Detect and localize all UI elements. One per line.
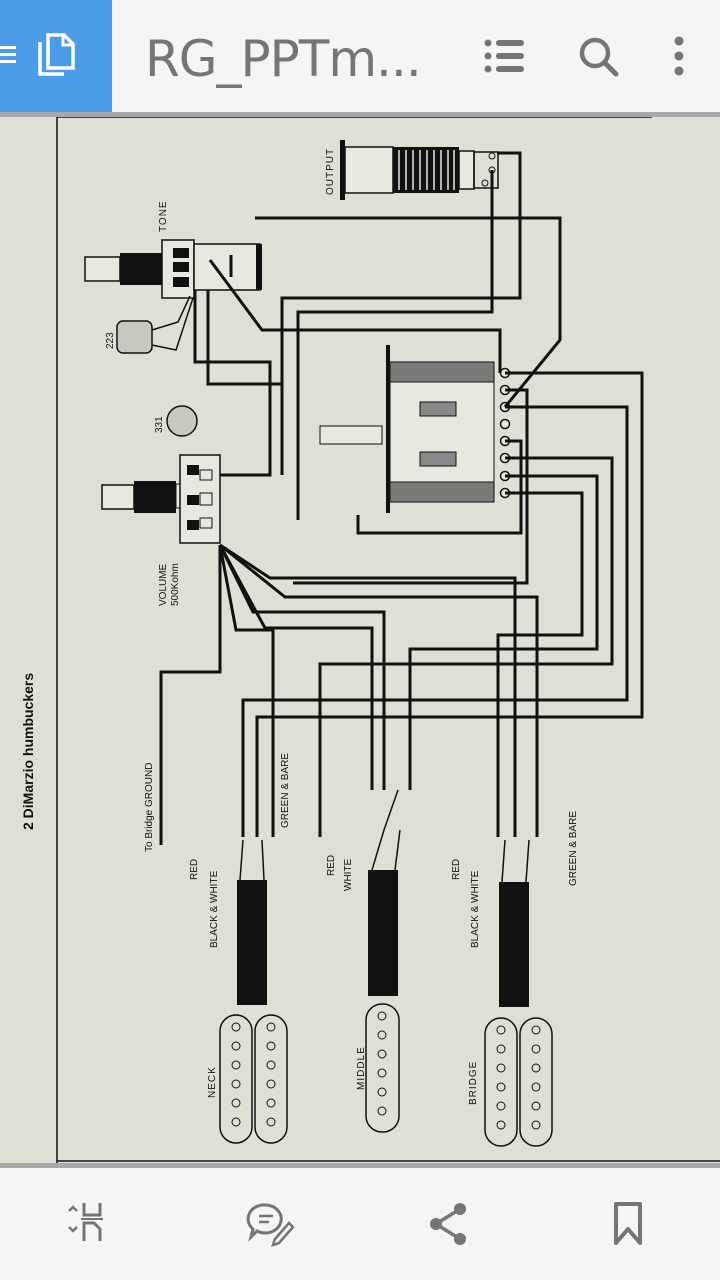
pole-piece (496, 1025, 506, 1035)
page-fit-button[interactable] (58, 1194, 118, 1254)
pole-piece (377, 1049, 387, 1059)
middle-pickup (365, 1003, 400, 1133)
pole-piece (377, 1106, 387, 1116)
annotate-button[interactable] (240, 1194, 300, 1254)
bottom-toolbar (0, 1168, 720, 1280)
output-label: OUTPUT (325, 148, 336, 195)
document-pages-icon (38, 33, 75, 76)
wiring (159, 151, 644, 845)
neck-wire-label: BLACK & WHITE (209, 870, 220, 948)
neck-cable (237, 880, 267, 1005)
neck-wire-label: RED (189, 859, 200, 880)
pickup-selector-switch (319, 345, 511, 513)
share-button[interactable] (418, 1194, 478, 1254)
more-options-icon[interactable] (672, 36, 686, 78)
neck-wire-label: GREEN & BARE (280, 753, 291, 828)
annotate-comment-icon (246, 1203, 295, 1247)
neck-pickup-label: NECK (207, 1066, 218, 1098)
bridge-wire-label: BLACK & WHITE (470, 870, 481, 948)
pole-piece (496, 1101, 506, 1111)
document-page-view[interactable]: 2 DiMarzio humbuckers OUTPUT (0, 117, 720, 1163)
middle-wire-label: WHITE (343, 858, 354, 891)
outline-list-icon[interactable] (484, 38, 526, 74)
share-icon (430, 1203, 466, 1245)
pole-piece (231, 1022, 241, 1032)
pole-piece (231, 1060, 241, 1070)
output-jack (340, 140, 499, 200)
pole-piece (266, 1060, 276, 1070)
menu-icon (0, 46, 16, 63)
pole-piece (231, 1117, 241, 1127)
bookmark-button[interactable] (598, 1194, 658, 1254)
volume-pot (101, 454, 221, 544)
pole-piece (231, 1079, 241, 1089)
wiring-diagram: 2 DiMarzio humbuckers OUTPUT (20, 117, 720, 1163)
diagram-heading: 2 DiMarzio humbuckers (20, 673, 36, 830)
volume-label: VOLUME (158, 563, 169, 606)
bridge-cable (499, 882, 529, 1007)
pole-piece (531, 1082, 541, 1092)
pole-piece (496, 1120, 506, 1130)
volume-value-label: 500Kohm (170, 563, 181, 606)
pole-piece (531, 1025, 541, 1035)
bridge-pickup (484, 1017, 553, 1147)
pole-piece (266, 1022, 276, 1032)
bottom-bar-divider (0, 1163, 720, 1168)
top-bar-divider (0, 112, 720, 117)
pole-piece (266, 1098, 276, 1108)
volume-capacitor-label: 331 (154, 416, 165, 433)
bridge-wire-label: RED (451, 859, 462, 880)
page-fit-icon (68, 1203, 103, 1241)
top-app-bar: RG_PPTm... (0, 0, 720, 112)
bookmark-icon (614, 1202, 642, 1245)
search-icon[interactable] (578, 36, 620, 78)
pole-piece (377, 1030, 387, 1040)
bridge-wire-label: GREEN & BARE (568, 811, 579, 886)
bridge-ground-label: To Bridge GROUND (144, 763, 155, 852)
pole-piece (377, 1011, 387, 1021)
pole-piece (266, 1079, 276, 1089)
pole-piece (496, 1044, 506, 1054)
middle-pickup-label: MIDDLE (356, 1046, 367, 1090)
pole-piece (266, 1117, 276, 1127)
pole-piece (531, 1101, 541, 1111)
pole-piece (231, 1041, 241, 1051)
pole-piece (377, 1087, 387, 1097)
middle-cable (368, 870, 398, 996)
bridge-pickup-label: BRIDGE (468, 1061, 479, 1105)
pole-piece (377, 1068, 387, 1078)
tone-pot (84, 239, 262, 299)
pole-piece (496, 1082, 506, 1092)
neck-pickup (219, 1014, 288, 1144)
pole-piece (496, 1063, 506, 1073)
middle-wire-label: RED (326, 855, 337, 876)
tone-label: TONE (158, 200, 169, 232)
pole-piece (531, 1120, 541, 1130)
volume-capacitor (166, 405, 198, 437)
pole-piece (231, 1098, 241, 1108)
tone-capacitor-label: 223 (105, 332, 116, 349)
drawer-toggle-button[interactable] (0, 0, 112, 112)
pole-piece (531, 1044, 541, 1054)
document-title: RG_PPTm... (145, 30, 422, 88)
pole-piece (266, 1041, 276, 1051)
tone-capacitor (116, 320, 153, 354)
pole-piece (531, 1063, 541, 1073)
